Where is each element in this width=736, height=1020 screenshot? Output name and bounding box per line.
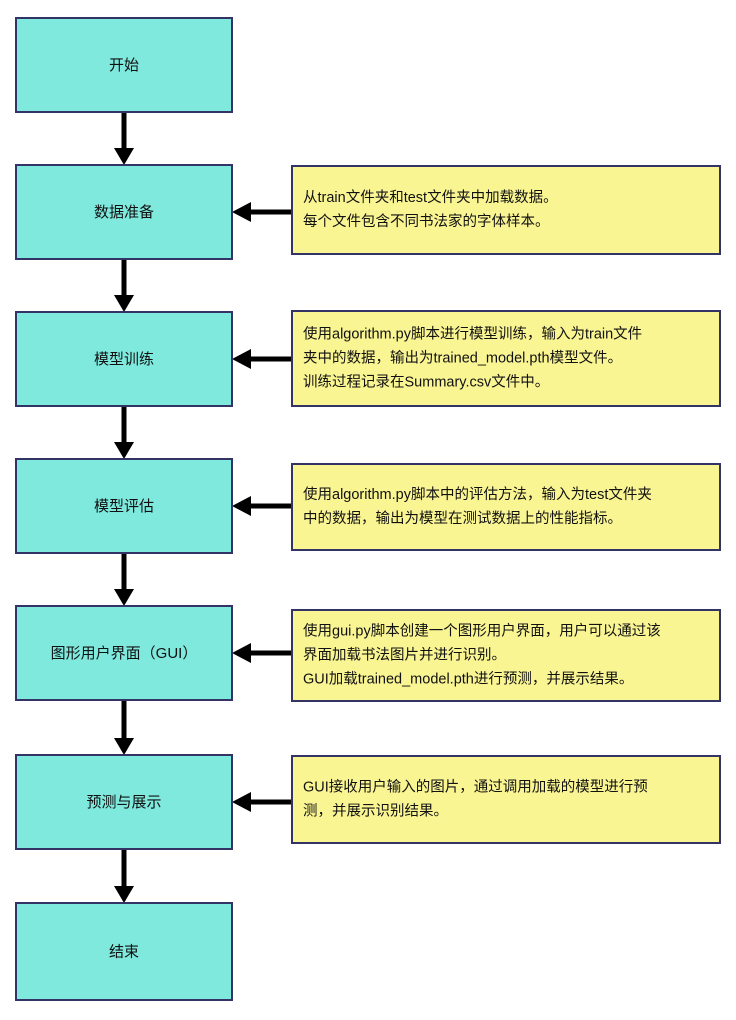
edge-arrowhead <box>114 738 134 755</box>
annotation-text-line: 从train文件夹和test文件夹中加载数据。 <box>303 189 558 206</box>
flow-node-shape <box>15 902 233 1001</box>
annotation-text-line: GUI加载trained_model.pth进行预测，并展示结果。 <box>303 670 633 687</box>
annotation-note-train: 使用algorithm.py脚本进行模型训练，输入为train文件夹中的数据，输… <box>291 310 721 407</box>
edge-arrowhead <box>114 295 134 312</box>
annotation-text-line: 使用algorithm.py脚本进行模型训练，输入为train文件 <box>303 325 642 342</box>
edge-arrowhead <box>232 792 251 812</box>
edge-note-gui-to-gui <box>232 643 292 663</box>
edge-arrowhead <box>114 442 134 459</box>
flow-node-gui[interactable]: 图形用户界面（GUI） <box>15 605 233 701</box>
annotation-text-line: 使用algorithm.py脚本中的评估方法，输入为test文件夹 <box>303 486 652 503</box>
annotation-shape <box>291 463 721 551</box>
edge-layer <box>114 112 292 903</box>
edge-note-eval-to-eval <box>232 496 292 516</box>
edge-arrowhead <box>114 148 134 165</box>
flow-node-label: 模型评估 <box>94 498 154 515</box>
flow-node-shape <box>15 164 233 260</box>
flow-node-shape <box>15 458 233 554</box>
annotation-note-eval: 使用algorithm.py脚本中的评估方法，输入为test文件夹中的数据，输出… <box>291 463 721 551</box>
edge-start-to-data <box>114 112 134 165</box>
edge-arrowhead <box>232 202 251 222</box>
annotation-text-line: 界面加载书法图片并进行识别。 <box>303 646 506 663</box>
flow-node-predict[interactable]: 预测与展示 <box>15 754 233 850</box>
annotation-text-line: 训练过程记录在Summary.csv文件中。 <box>303 373 549 390</box>
flow-node-label: 开始 <box>109 57 139 74</box>
annotation-shape <box>291 609 721 702</box>
flow-node-label: 数据准备 <box>94 204 154 221</box>
edge-arrowhead <box>232 643 251 663</box>
flow-node-shape <box>15 605 233 701</box>
flow-node-shape <box>15 754 233 850</box>
flow-node-train[interactable]: 模型训练 <box>15 311 233 407</box>
annotation-note-gui: 使用gui.py脚本创建一个图形用户界面，用户可以通过该界面加载书法图片并进行识… <box>291 609 721 702</box>
flow-node-data[interactable]: 数据准备 <box>15 164 233 260</box>
annotation-shape <box>291 755 721 844</box>
annotation-text-line: 夹中的数据，输出为trained_model.pth模型文件。 <box>303 349 622 366</box>
flow-node-end[interactable]: 结束 <box>15 902 233 1001</box>
flow-node-eval[interactable]: 模型评估 <box>15 458 233 554</box>
flow-node-label: 图形用户界面（GUI） <box>51 645 198 662</box>
edge-arrowhead <box>232 349 251 369</box>
edge-note-predict-to-predict <box>232 792 292 812</box>
edge-eval-to-gui <box>114 553 134 606</box>
flow-node-start[interactable]: 开始 <box>15 17 233 113</box>
flow-node-label: 模型训练 <box>94 351 154 368</box>
annotation-text-line: 每个文件包含不同书法家的字体样本。 <box>303 213 550 230</box>
flow-node-label: 结束 <box>109 943 139 960</box>
annotation-text-line: 中的数据，输出为模型在测试数据上的性能指标。 <box>303 510 622 527</box>
edge-note-train-to-train <box>232 349 292 369</box>
annotation-shape <box>291 165 721 255</box>
annotation-text-line: 测，并展示识别结果。 <box>303 802 448 819</box>
edge-gui-to-predict <box>114 700 134 755</box>
edge-data-to-train <box>114 259 134 312</box>
annotation-note-data: 从train文件夹和test文件夹中加载数据。每个文件包含不同书法家的字体样本。 <box>291 165 721 255</box>
annotation-shape <box>291 310 721 407</box>
annotation-text-line: 使用gui.py脚本创建一个图形用户界面，用户可以通过该 <box>303 622 661 639</box>
edge-arrowhead <box>114 886 134 903</box>
edge-predict-to-end <box>114 849 134 903</box>
edge-arrowhead <box>114 589 134 606</box>
flow-node-label: 预测与展示 <box>86 794 161 811</box>
note-layer: 从train文件夹和test文件夹中加载数据。每个文件包含不同书法家的字体样本。… <box>291 165 721 844</box>
annotation-text-line: GUI接收用户输入的图片，通过调用加载的模型进行预 <box>303 778 648 795</box>
edge-train-to-eval <box>114 406 134 459</box>
edge-arrowhead <box>232 496 251 516</box>
flow-node-shape <box>15 17 233 113</box>
flow-node-shape <box>15 311 233 407</box>
edge-note-data-to-data <box>232 202 292 222</box>
